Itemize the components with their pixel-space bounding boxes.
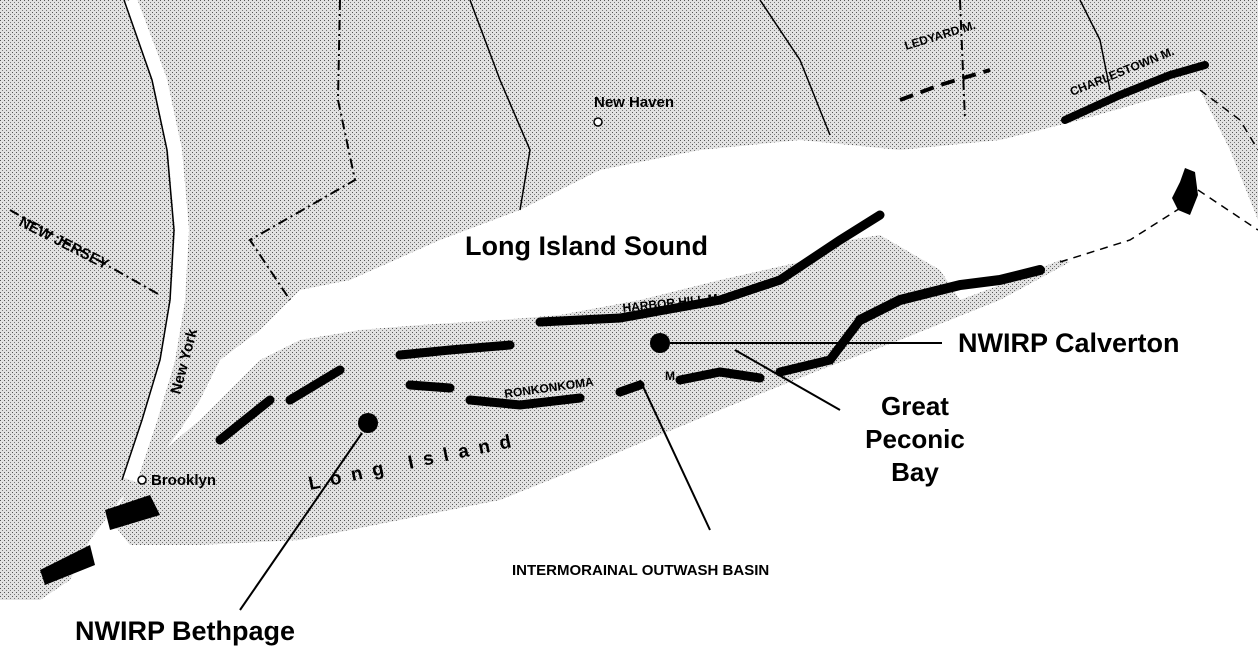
river-housatonic	[469, 0, 531, 211]
bethpage-leader	[239, 432, 363, 611]
bethpage-label: NWIRP Bethpage	[75, 616, 295, 646]
ferry-line	[1059, 89, 1258, 263]
calverton-label: NWIRP Calverton	[958, 328, 1180, 358]
harbor-hill-moraine	[285, 210, 885, 405]
long-island-landmass	[110, 235, 1070, 545]
calverton-site-marker	[650, 333, 670, 353]
ronkonkoma-moraine	[215, 315, 865, 445]
state-boundary-nj-ny	[9, 209, 161, 296]
state-boundary-ct-ri	[959, 0, 966, 121]
basin-leader	[639, 379, 711, 531]
block-island	[1172, 168, 1198, 215]
basin-label: INTERMORAINAL OUTWASH BASIN	[512, 562, 769, 579]
peconic-label-2: Peconic	[865, 424, 965, 454]
ledyard-moraine	[899, 68, 991, 102]
ronkonkoma-moraine-suffix: M.	[665, 369, 678, 383]
river-connecticut	[759, 0, 831, 136]
peconic-leader	[734, 349, 841, 411]
brooklyn-shore-moraine	[105, 495, 160, 530]
mainland	[0, 0, 1258, 600]
bethpage-site-marker	[358, 413, 378, 433]
charlestown-moraine	[1061, 61, 1209, 124]
hudson-river-bank	[121, 0, 175, 481]
river-thames	[1079, 0, 1111, 91]
long-island-sound-label: Long Island Sound	[465, 231, 708, 261]
hudson-river	[123, 0, 190, 483]
new-haven-marker	[593, 117, 603, 127]
south-fork-moraine	[855, 265, 1045, 325]
new-haven-label: New Haven	[594, 94, 674, 111]
state-boundary-ny-ct	[248, 0, 357, 301]
peconic-label-1: Great	[881, 391, 949, 421]
nj-shore-moraine	[40, 545, 95, 585]
brooklyn-marker	[137, 475, 147, 485]
brooklyn-label: Brooklyn	[151, 472, 216, 489]
peconic-label-3: Bay	[891, 457, 939, 487]
